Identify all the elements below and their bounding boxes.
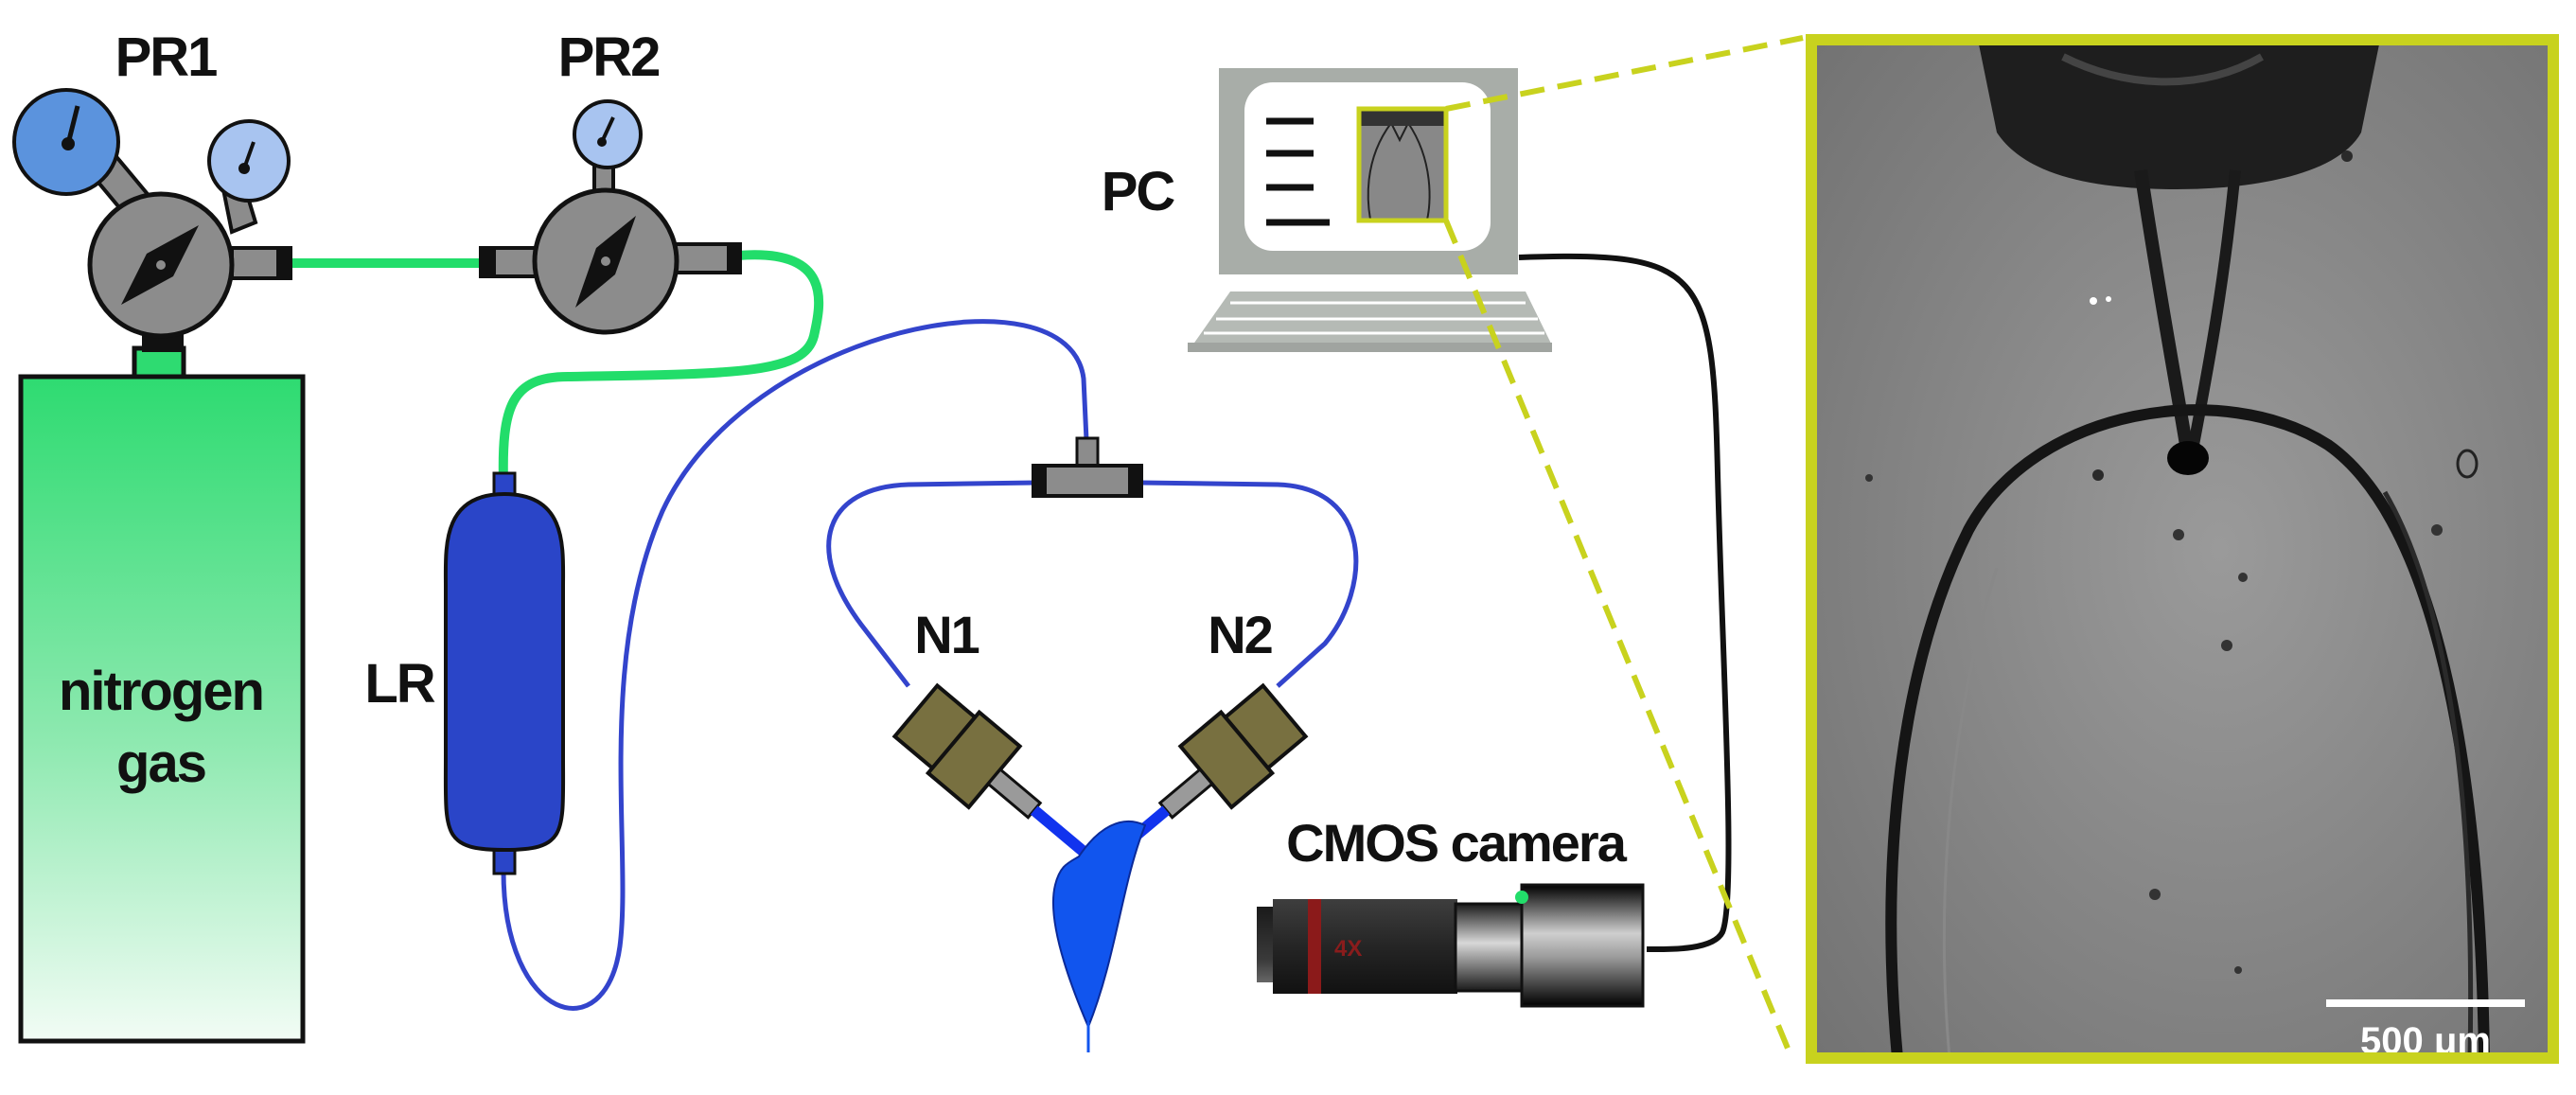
gauge-icon bbox=[573, 99, 643, 169]
gas-tubing bbox=[289, 250, 824, 484]
scale-bar bbox=[2326, 999, 2525, 1007]
data-cables bbox=[1518, 253, 1732, 953]
micrograph-image: 500 μm bbox=[1806, 34, 2559, 1064]
liquid-tubing bbox=[501, 319, 1359, 1011]
pressure-regulator-pr1: PR1 bbox=[12, 26, 292, 352]
nozzle-n1: N1 bbox=[891, 605, 1089, 857]
pc-label: PC bbox=[1102, 161, 1175, 222]
pressure-regulator-pr2: PR2 bbox=[479, 26, 742, 335]
camera-label: CMOS camera bbox=[1286, 813, 1628, 873]
pr1-label: PR1 bbox=[115, 26, 218, 88]
pr2-label: PR2 bbox=[558, 26, 660, 88]
cmos-camera: CMOS camera 4X bbox=[1257, 813, 1645, 1008]
lr-label: LR bbox=[364, 653, 434, 715]
cylinder-label-line1: nitrogen bbox=[59, 661, 263, 722]
n2-label: N2 bbox=[1208, 605, 1272, 664]
gauge-icon bbox=[207, 119, 291, 203]
t-junction bbox=[1032, 436, 1143, 498]
nitrogen-cylinder: nitrogen gas bbox=[18, 345, 306, 1044]
liquid-reservoir: LR bbox=[364, 471, 566, 875]
cylinder-label-line2: gas bbox=[116, 733, 205, 794]
micrograph-frame bbox=[1806, 34, 2559, 1064]
lens-marking: 4X bbox=[1334, 936, 1362, 962]
droplet-sheet bbox=[1052, 820, 1147, 1052]
zoom-guide-lines bbox=[1443, 35, 1804, 1052]
n1-label: N1 bbox=[914, 605, 979, 664]
